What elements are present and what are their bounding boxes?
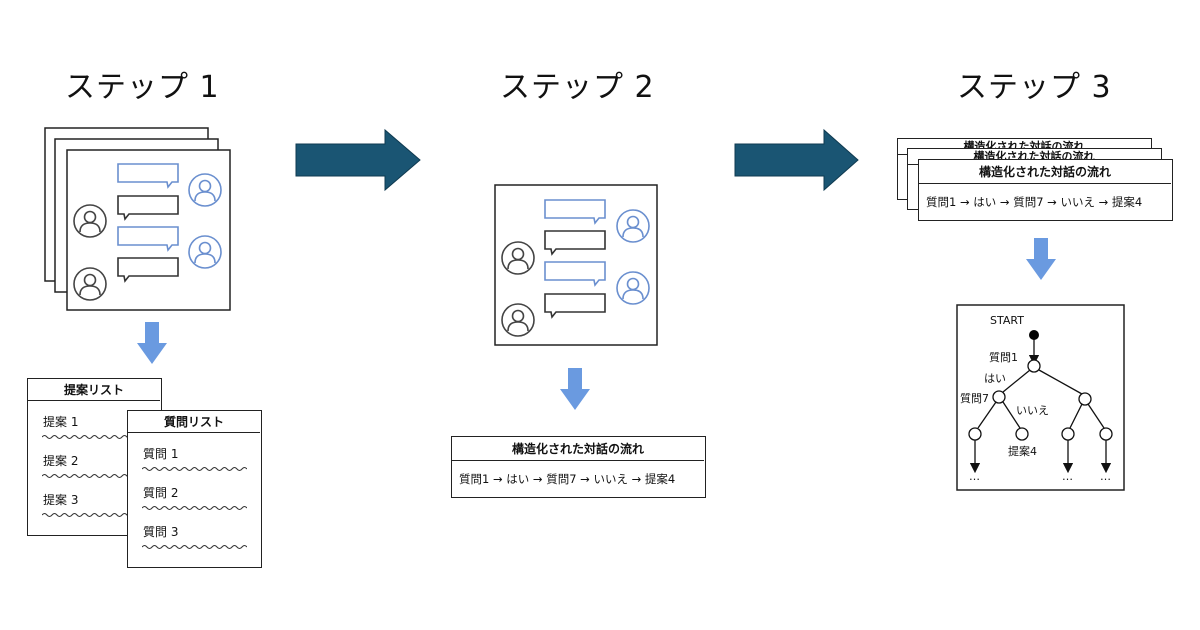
user-avatar-icon <box>501 241 535 275</box>
tree-yes-label: はい <box>984 372 1006 385</box>
step1-chat-stack <box>44 127 231 311</box>
question-list-card: 質問リスト 質問 1 質問 2 質問 3 <box>127 410 262 568</box>
step3-flow-title: 構造化された対話の流れ <box>919 160 1171 184</box>
tree-ellipsis-1: … <box>969 470 980 483</box>
placeholder-line <box>142 545 247 549</box>
tree-ellipsis-3: … <box>1100 470 1111 483</box>
tree-ellipsis-2: … <box>1062 470 1073 483</box>
proposal-item-3: 提案 3 <box>43 493 79 507</box>
tree-q7-label: 質問7 <box>960 392 989 405</box>
step1-chat-bubbles <box>117 163 179 283</box>
user-avatar-icon <box>616 271 650 305</box>
placeholder-line <box>42 435 132 439</box>
step2-flow-title: 構造化された対話の流れ <box>452 437 704 461</box>
step3-flow-content: 質問1 → はい → 質問7 → いいえ → 提案4 <box>926 195 1143 209</box>
user-avatar-icon <box>501 303 535 337</box>
user-avatar-icon <box>188 235 222 269</box>
user-avatar-icon <box>73 267 107 301</box>
decision-tree <box>956 304 1125 491</box>
placeholder-line <box>142 467 247 471</box>
right-arrow-icon <box>295 128 421 192</box>
user-avatar-icon <box>73 204 107 238</box>
question-item-3: 質問 3 <box>143 525 179 539</box>
tree-proposal-label: 提案4 <box>1008 445 1037 458</box>
tree-q1-label: 質問1 <box>989 351 1018 364</box>
question-item-1: 質問 1 <box>143 447 179 461</box>
placeholder-line <box>42 513 132 517</box>
step3-flow-box: 構造化された対話の流れ 質問1 → はい → 質問7 → いいえ → 提案4 <box>918 159 1173 221</box>
step2-flow-content: 質問1 → はい → 質問7 → いいえ → 提案4 <box>459 472 676 486</box>
tree-no-label: いいえ <box>1016 404 1049 417</box>
step2-flow-box: 構造化された対話の流れ 質問1 → はい → 質問7 → いいえ → 提案4 <box>451 436 706 498</box>
question-list-title: 質問リスト <box>128 411 260 433</box>
proposal-item-2: 提案 2 <box>43 454 79 468</box>
user-avatar-icon <box>616 209 650 243</box>
step-2-title: ステップ 2 <box>500 70 655 105</box>
user-avatar-icon <box>188 173 222 207</box>
right-arrow-icon <box>734 128 859 192</box>
proposal-list-title: 提案リスト <box>28 379 160 401</box>
question-item-2: 質問 2 <box>143 486 179 500</box>
step-1-title: ステップ 1 <box>65 70 220 105</box>
down-arrow-icon <box>137 322 167 364</box>
placeholder-line <box>142 506 247 510</box>
down-arrow-icon <box>1026 238 1056 280</box>
step2-chat-box <box>494 184 658 346</box>
step-3-title: ステップ 3 <box>957 70 1112 105</box>
proposal-item-1: 提案 1 <box>43 415 79 429</box>
placeholder-line <box>42 474 132 478</box>
down-arrow-icon <box>560 368 590 410</box>
tree-start-label: START <box>990 314 1024 327</box>
